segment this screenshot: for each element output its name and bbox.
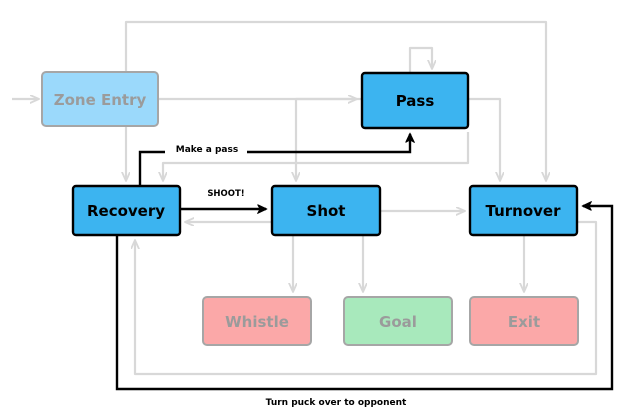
edge-pass-self-loop (408, 46, 432, 73)
node-whistle[interactable]: Whistle (202, 296, 312, 346)
node-turnover-box[interactable] (468, 184, 579, 237)
node-zone-entry-box[interactable] (41, 71, 159, 127)
muted-edge-group (12, 20, 598, 376)
node-pass[interactable]: Pass (360, 71, 470, 130)
edge-recovery-to-pass (138, 134, 410, 186)
edge-label-make-a-pass-bg (165, 143, 247, 156)
edge-label-shoot-bg (201, 188, 251, 200)
node-exit[interactable]: Exit (469, 296, 579, 346)
node-exit-box[interactable] (469, 296, 579, 346)
node-recovery[interactable]: Recovery (71, 184, 182, 237)
node-shot-box[interactable] (270, 184, 382, 237)
node-zone-entry[interactable]: Zone Entry (41, 71, 159, 127)
edge-pass-to-turnover (468, 97, 500, 180)
edge-label-group: Make a pass SHOOT! Turn puck over to opp… (165, 143, 407, 408)
node-whistle-box[interactable] (202, 296, 312, 346)
edge-zone-entry-to-turnover (124, 20, 546, 180)
node-pass-box[interactable] (360, 71, 470, 130)
edge-pass-to-recovery-rail (163, 132, 470, 180)
active-edge-group (115, 134, 614, 391)
edge-turnover-to-recovery (135, 220, 598, 376)
edge-recovery-to-turnover-bottom (115, 206, 614, 391)
node-goal[interactable]: Goal (343, 296, 453, 346)
node-turnover[interactable]: Turnover (468, 184, 579, 237)
edge-label-shoot: SHOOT! (207, 189, 244, 199)
edge-label-turn-puck-over: Turn puck over to opponent (266, 398, 407, 408)
node-shot[interactable]: Shot (270, 184, 382, 237)
edge-label-make-a-pass: Make a pass (176, 145, 238, 155)
node-goal-box[interactable] (343, 296, 453, 346)
node-recovery-box[interactable] (71, 184, 182, 237)
